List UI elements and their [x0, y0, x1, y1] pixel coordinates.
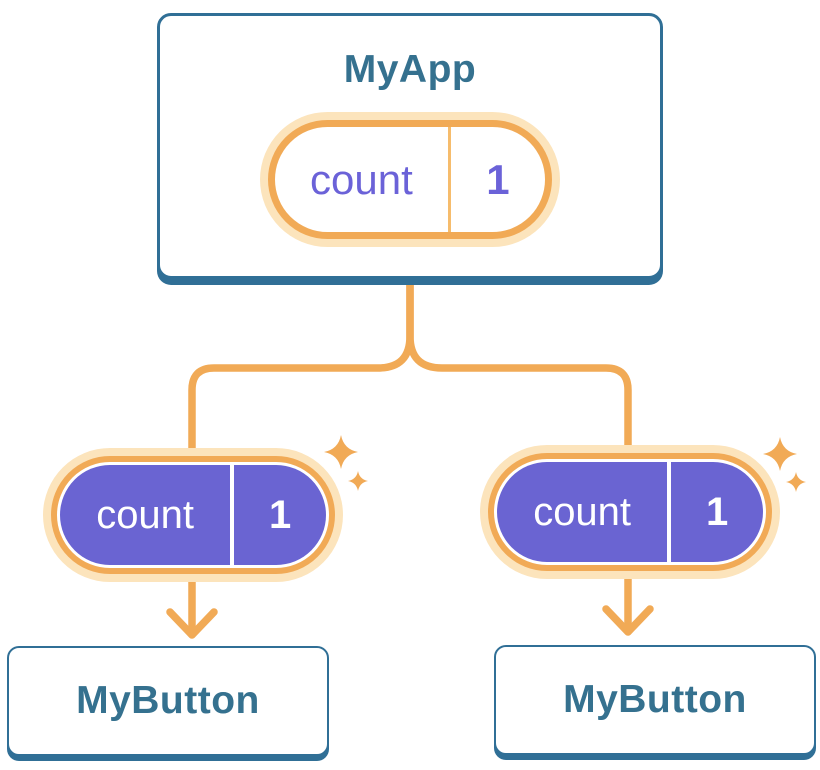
pill-divider	[667, 462, 672, 562]
component-card-mybutton-left: MyButton	[7, 646, 329, 756]
state-pill: count 1	[260, 112, 560, 247]
prop-value: 1	[705, 489, 729, 534]
component-card-mybutton-right: MyButton	[494, 645, 816, 755]
prop-pill-body: count 1	[60, 465, 326, 565]
component-title: MyApp	[343, 48, 477, 91]
prop-pill-right: count 1	[480, 445, 780, 579]
sparkle-icon	[324, 435, 358, 469]
state-name: count	[310, 155, 413, 203]
prop-pill-left: count 1	[43, 448, 343, 582]
sparkle-icon	[348, 471, 368, 491]
prop-value: 1	[268, 492, 292, 537]
component-title: MyButton	[563, 678, 747, 721]
prop-pill-body: count 1	[497, 462, 763, 562]
state-value: 1	[486, 155, 510, 203]
pill-divider	[230, 465, 235, 565]
state-pill-body: count 1	[268, 120, 552, 239]
connector-branch-right	[406, 284, 632, 462]
prop-name: count	[533, 489, 632, 534]
sparkle-icon	[763, 437, 797, 471]
component-title: MyButton	[76, 679, 260, 722]
sparkle-icon	[786, 472, 806, 492]
pill-divider	[447, 127, 451, 232]
connector-tree	[188, 284, 632, 465]
connector-branch-left	[188, 284, 414, 465]
prop-name: count	[96, 492, 195, 537]
component-card-myapp: MyApp count 1	[157, 13, 663, 279]
